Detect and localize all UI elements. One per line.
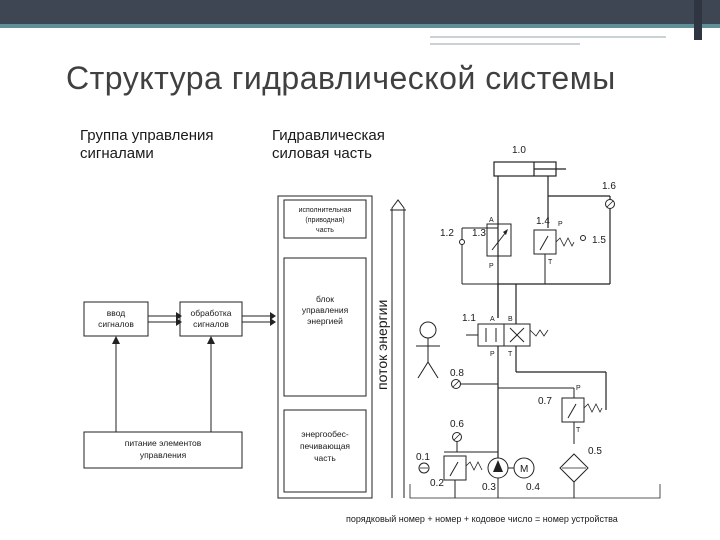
label-1-5: 1.5 (592, 235, 606, 246)
reservoir (409, 484, 661, 499)
label-1-6: 1.6 (602, 181, 616, 192)
port-T: T (548, 259, 553, 266)
operator-leg (427, 361, 439, 379)
arrow-head (270, 318, 276, 326)
motor-0-4 (513, 457, 535, 479)
slide-decor-line (430, 36, 666, 38)
control-power-label1: питание элементов (125, 438, 202, 448)
slide-title: Структура гидравлической системы (66, 60, 616, 96)
gauge-needle (453, 433, 461, 441)
label-0-5: 0.5 (588, 446, 602, 457)
signal-processing-label2: сигналов (193, 319, 229, 329)
motor-label: M (520, 464, 528, 475)
valve-0-7 (561, 397, 585, 423)
input-signals-label1: ввод (107, 308, 125, 318)
energy-supply-block (283, 409, 367, 493)
label-0-8: 0.8 (450, 368, 464, 379)
arrow-head (176, 318, 182, 326)
operator-head (419, 321, 437, 339)
energy-supply-label3: часть (314, 453, 336, 463)
label-1-0: 1.0 (512, 145, 526, 156)
valve-arrow (539, 235, 549, 251)
right-heading-line2: силовая часть (272, 145, 372, 162)
energy-control-label3: энергией (307, 316, 343, 326)
slide-top-bar (0, 0, 720, 24)
actuator-block (283, 199, 367, 239)
label-0-3: 0.3 (482, 482, 496, 493)
energy-control-label2: управления (302, 305, 349, 315)
label-0-2: 0.2 (430, 478, 444, 489)
check-valve-1-2 (459, 239, 465, 245)
port-A: A (490, 316, 495, 323)
arrow-head (176, 312, 182, 320)
valve-1-3 (486, 223, 512, 257)
slide-decor-block (694, 0, 702, 40)
port-P: P (490, 351, 495, 358)
valve-arrow (509, 327, 525, 343)
port-P: P (558, 221, 563, 228)
label-1-2: 1.2 (440, 228, 454, 239)
gauge-needle (606, 200, 614, 208)
input-signals-label2: сигналов (98, 319, 134, 329)
arrow-head (270, 312, 276, 320)
energy-flow-label: поток энергии (374, 300, 390, 390)
operator-leg (417, 361, 429, 379)
left-heading-line2: сигналами (80, 145, 154, 162)
energy-control-label1: блок (316, 294, 334, 304)
directional-valve-1-1-left (477, 323, 505, 347)
port-T: T (508, 351, 513, 358)
valve-flow-arrow (491, 231, 507, 251)
valve-arrow (449, 461, 459, 477)
signal-processing-label1: обработка (191, 308, 232, 318)
port-P: P (576, 385, 581, 392)
label-0-7: 0.7 (538, 396, 552, 407)
valve-spring (583, 403, 603, 413)
directional-valve-1-1-right (503, 323, 531, 347)
actuator-label2: (приводная) (305, 217, 344, 224)
gauge-needle (452, 380, 460, 388)
label-1-3: 1.3 (472, 228, 486, 239)
label-0-6: 0.6 (450, 419, 464, 430)
check-valve-1-5 (580, 235, 586, 241)
port-T: T (576, 427, 581, 434)
energy-supply-label1: энергообес- (301, 429, 349, 439)
port-A: A (489, 217, 494, 224)
label-0-1: 0.1 (416, 452, 430, 463)
right-heading-line1: Гидравлическая (272, 127, 385, 144)
label-1-4: 1.4 (536, 216, 550, 227)
arrow-head (503, 229, 508, 235)
slide-top-accent (0, 24, 720, 28)
control-power-box (83, 431, 243, 469)
port-P: P (489, 263, 494, 270)
pump-arrow (493, 460, 503, 472)
left-heading-line1: Группа управления (80, 127, 214, 144)
actuator-label3: часть (316, 227, 334, 234)
valve-spring (555, 237, 575, 247)
port-B: B (508, 316, 513, 323)
arrow-head (207, 336, 215, 344)
energy-control-block (283, 257, 367, 397)
label-0-4: 0.4 (526, 482, 540, 493)
valve-spring (529, 329, 549, 337)
valve-arrow (567, 403, 577, 419)
valve-spring (465, 461, 483, 471)
power-section-frame (277, 195, 373, 499)
slide-decor-line (430, 43, 580, 45)
energy-flow-arrow (391, 199, 405, 498)
arrow-head (112, 336, 120, 344)
footer-formula: порядковый номер + номер + кодовое число… (346, 514, 618, 524)
control-power-label2: управления (140, 450, 187, 460)
actuator-label1: исполнительная (299, 207, 352, 214)
label-1-1: 1.1 (462, 313, 476, 324)
energy-supply-label2: печивающая (300, 441, 350, 451)
